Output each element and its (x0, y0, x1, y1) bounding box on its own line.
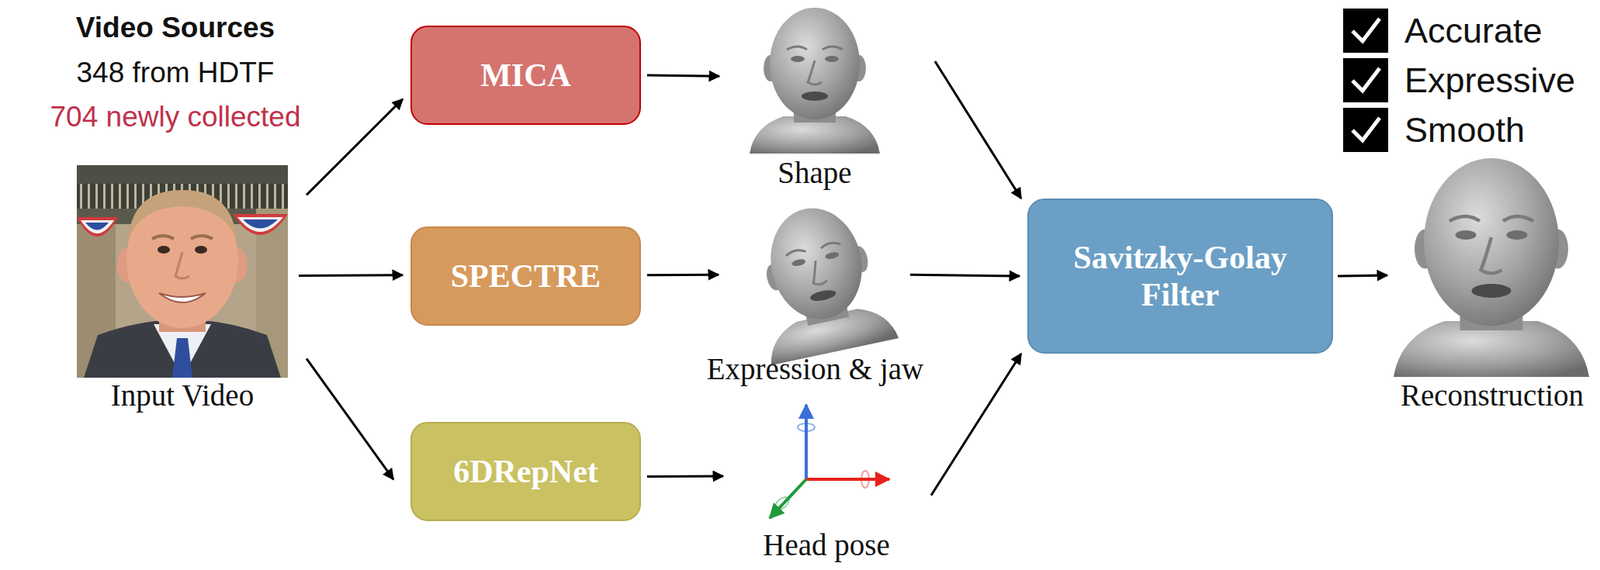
flow-arrow (306, 99, 403, 196)
box-label: Savitzky-Golay Filter (1044, 238, 1317, 315)
figure-label: Shape (777, 156, 852, 191)
head-pose-axes (769, 405, 890, 519)
head-pose-axes (806, 477, 890, 482)
flow-arrow (935, 61, 1022, 199)
check-boxes (1343, 8, 1389, 53)
section-heading: Video Sources (76, 11, 275, 46)
video-frame-photo (159, 293, 206, 303)
figure-label: Reconstruction (1400, 379, 1584, 413)
source-count: 704 newly collected (50, 100, 302, 135)
video-frame-photo (152, 235, 213, 239)
flow-arrow (647, 273, 719, 278)
check-boxes (1352, 117, 1380, 141)
video-frame-photo (128, 190, 237, 241)
process-box: 6DRepNet (410, 422, 641, 522)
check-boxes (1352, 68, 1380, 91)
check-boxes (1343, 58, 1389, 103)
check-boxes (1343, 107, 1389, 153)
head-pose-axes (804, 405, 808, 480)
figure-label: Expression & jaw (706, 353, 924, 387)
box-label: SPECTRE (450, 257, 602, 295)
check-item: Accurate (1404, 10, 1543, 52)
flow-arrow (298, 273, 403, 278)
video-frame-photo (76, 165, 288, 184)
video-frame-photo (76, 165, 288, 378)
video-frame-photo (232, 214, 288, 236)
flow-arrow (1337, 275, 1388, 277)
filter-box: Savitzky-Golay Filter (1027, 198, 1334, 354)
check-item: Expressive (1404, 60, 1576, 101)
video-frame: Input Video (76, 165, 288, 378)
video-frame-photo (80, 220, 115, 234)
expression-head-render (741, 195, 899, 366)
process-box: MICA (410, 25, 641, 125)
flow-arrow (647, 475, 724, 478)
video-frame-photo (242, 219, 278, 229)
head-pose-axes (769, 479, 807, 519)
reconstruction-head-render (1393, 158, 1590, 378)
check-boxes (1343, 8, 1389, 153)
process-box: SPECTRE (410, 226, 641, 326)
figure-label: Head pose (762, 529, 891, 563)
flow-arrow (910, 274, 1020, 277)
box-label: MICA (480, 56, 572, 94)
figure-label: Input Video (110, 379, 254, 413)
mesh-render: Reconstruction (1390, 164, 1594, 378)
video-frame-photo (153, 324, 212, 378)
check-item: Smooth (1404, 110, 1525, 151)
video-frame-photo (76, 165, 288, 378)
mesh-render: Expression & jaw (751, 204, 880, 352)
flow-arrow (931, 353, 1022, 496)
video-frame-photo (175, 252, 190, 279)
mesh-render: Shape (748, 6, 881, 156)
video-frame-photo (194, 245, 208, 254)
flow-arrow (647, 75, 720, 77)
video-frame-photo (76, 217, 118, 237)
box-label: 6DRepNet (453, 453, 599, 491)
video-frame-photo (237, 217, 284, 233)
video-frame-photo (172, 338, 193, 378)
source-count: 348 from HDTF (76, 56, 275, 91)
flow-arrow (306, 358, 394, 480)
check-boxes (1352, 18, 1380, 42)
video-frame-photo (157, 245, 170, 254)
video-frame-photo (85, 222, 109, 231)
pose-axes: Head pose (760, 399, 893, 528)
shape-head-render (749, 7, 880, 154)
